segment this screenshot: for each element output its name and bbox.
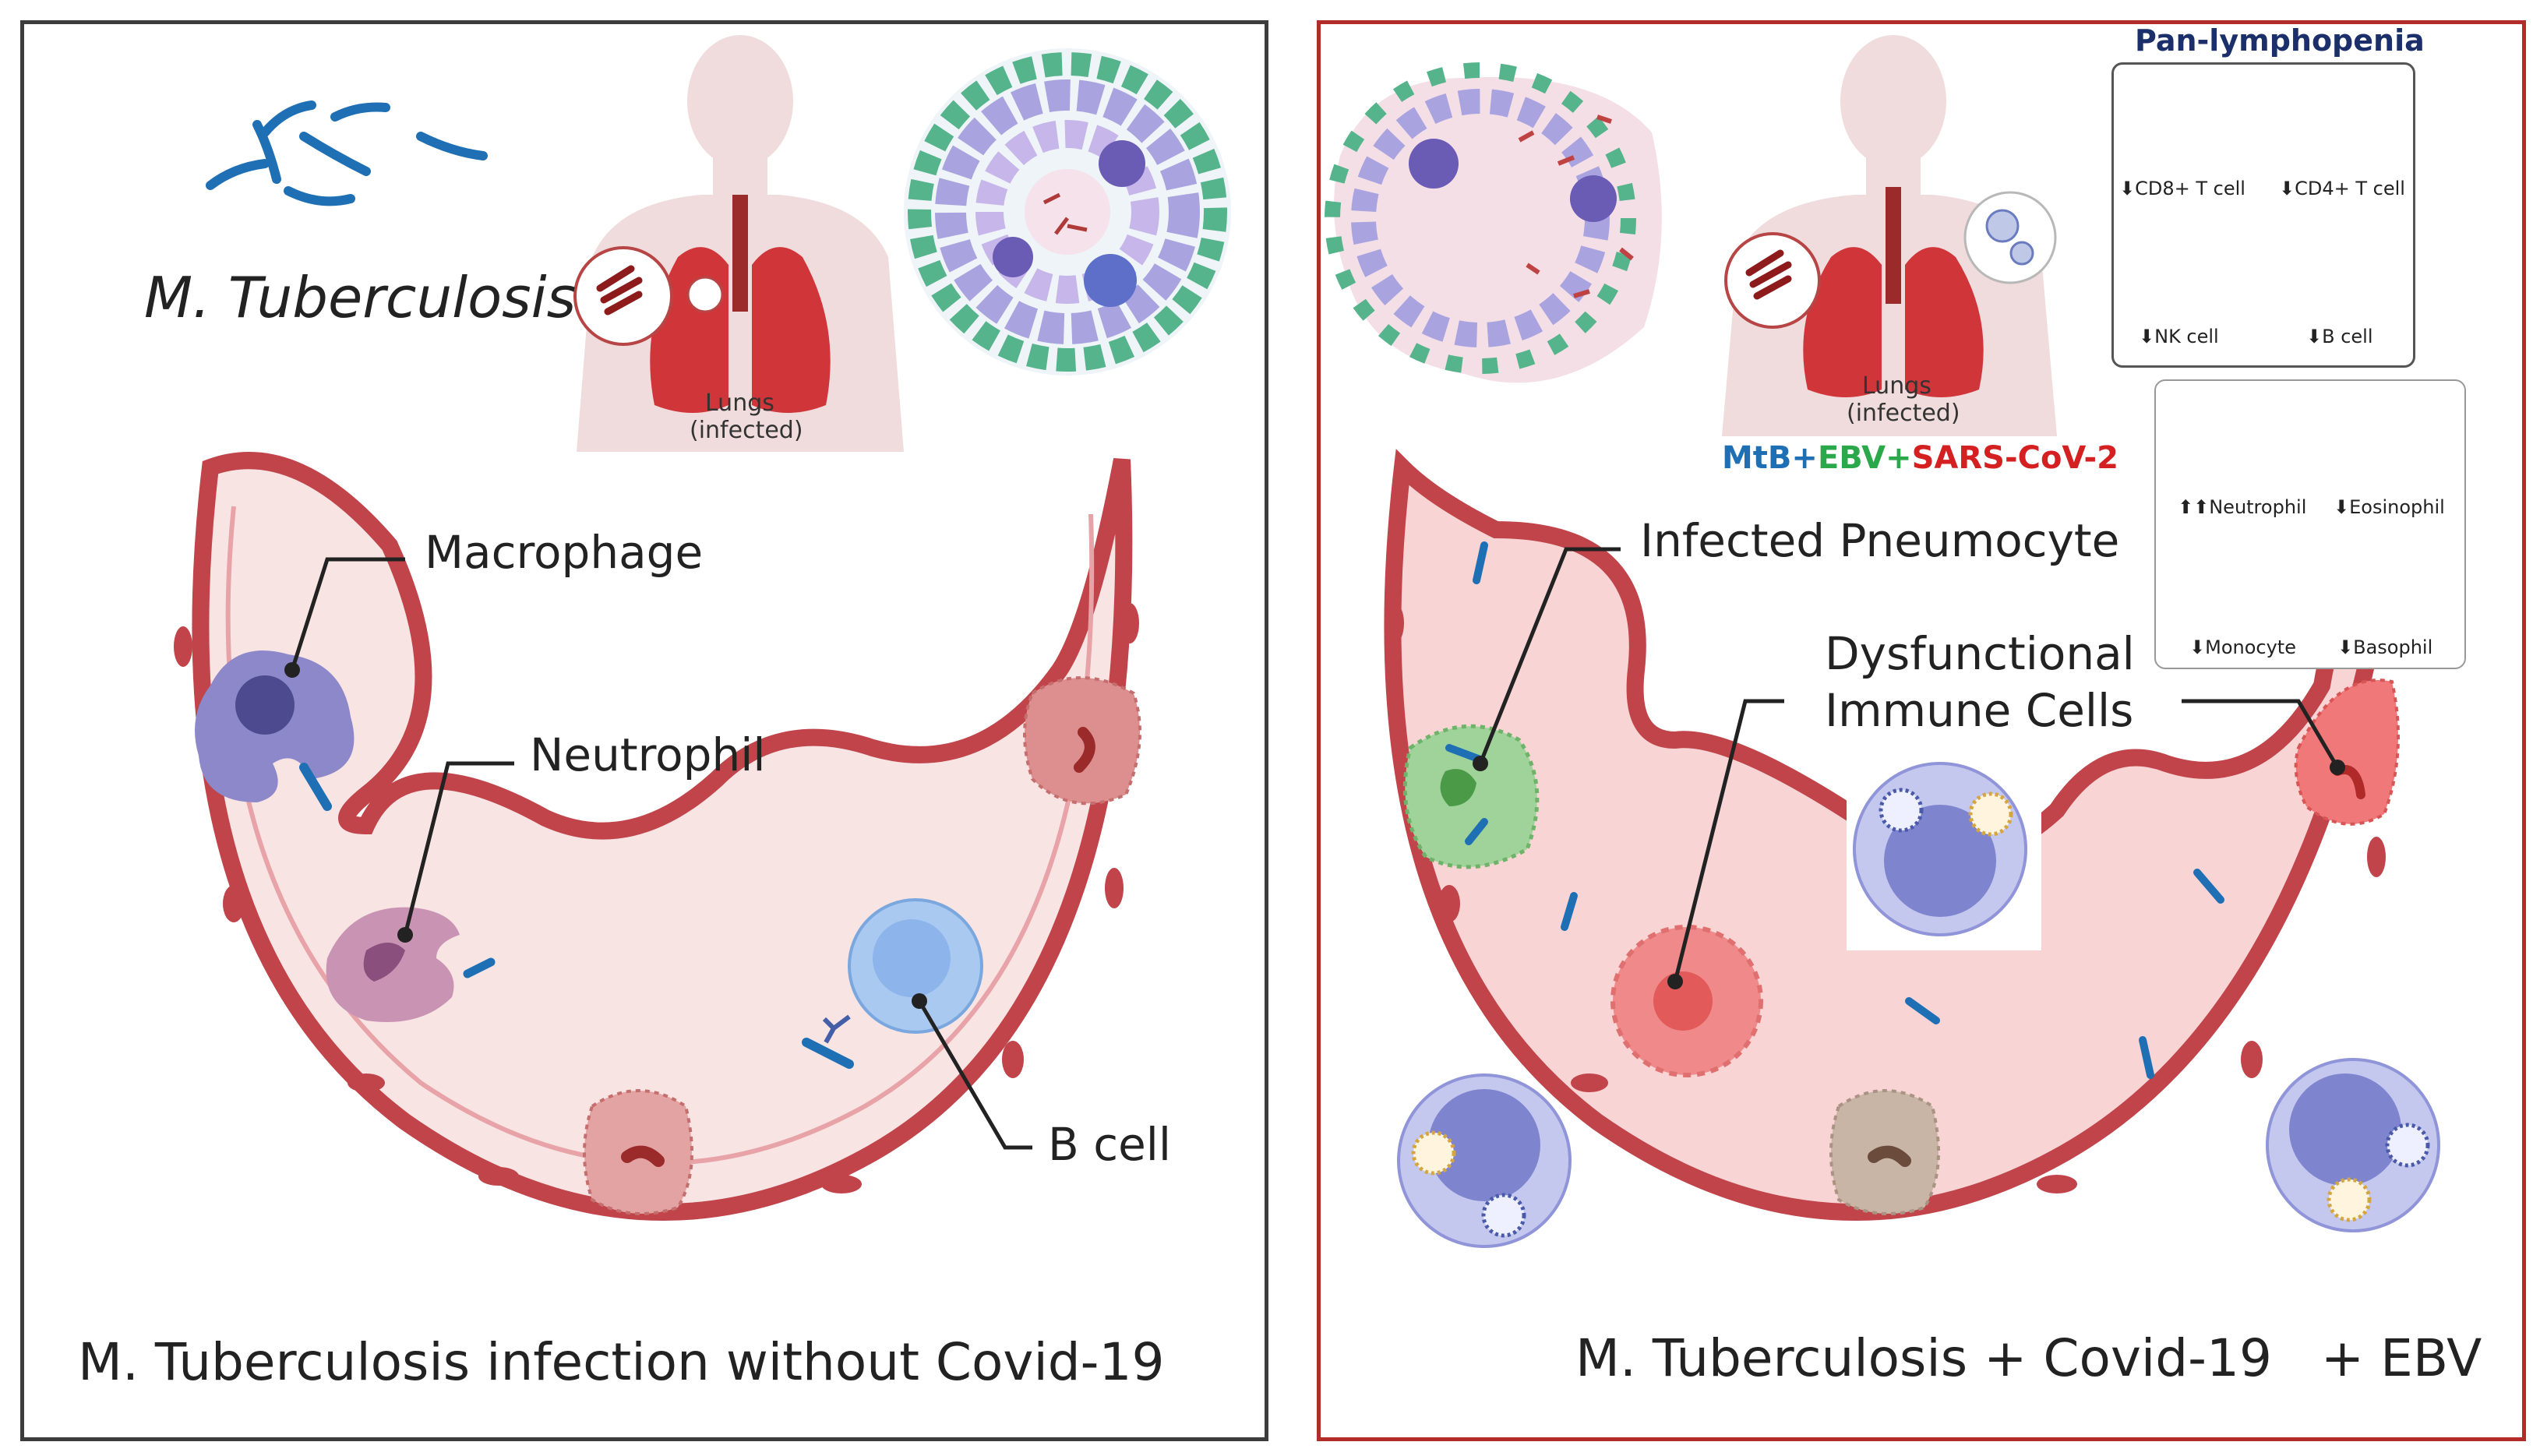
nk-cell-label: ⬇NK cell <box>2139 326 2219 347</box>
coinfection-mtb: MtB+ <box>1722 440 1818 476</box>
infected-immune-cell-3-icon <box>2266 1058 2440 1232</box>
coinfection-ebv: EBV+ <box>1817 440 1912 476</box>
monocyte-legend-label: ⬇Monocyte <box>2189 636 2296 658</box>
lungs-figure-right-icon <box>1722 35 2057 436</box>
pneumocyte-bottom-icon <box>1829 1089 1940 1215</box>
leader-lines-right <box>1478 547 2340 982</box>
infected-pneumocyte-icon <box>1402 724 1540 869</box>
dysfunctional-label-1: Dysfunctional <box>1825 627 2135 680</box>
neutrophil-icon <box>326 907 496 1022</box>
left-caption: M. Tuberculosis infection without Covid-… <box>78 1332 1165 1392</box>
infected-pneumocyte-label: Infected Pneumocyte <box>1640 514 2120 567</box>
coinfection-label: MtB+EBV+SARS-CoV-2 <box>1722 440 2118 476</box>
dysfunctional-cell-icon <box>1610 925 1763 1077</box>
b-cell-label: B cell <box>1048 1118 1172 1171</box>
disrupted-granuloma-icon <box>1325 62 1662 383</box>
right-caption: M. Tuberculosis + Covid-19 + EBV <box>1575 1328 2482 1388</box>
alveolar-cell-icon <box>583 676 1141 1215</box>
mtb-bacilli-icon <box>206 100 488 206</box>
leader-lines-left <box>290 557 1032 1150</box>
eosinophil-legend-label: ⬇Eosinophil <box>2334 496 2445 518</box>
granuloma-icon <box>904 48 1231 375</box>
cd8-t-cell-label: ⬇CD8+ T cell <box>2119 178 2245 199</box>
lymphopenia-title: Pan-lymphopenia <box>2135 23 2425 58</box>
lungs-label-left-2: (infected) <box>690 417 803 444</box>
basophil-legend-label: ⬇Basophil <box>2337 636 2433 658</box>
lungs-label-right-2: (infected) <box>1847 400 1960 427</box>
b-cell-legend-label: ⬇B cell <box>2306 326 2373 347</box>
species-label: M. Tuberculosis <box>144 265 577 330</box>
infected-immune-cell-2-icon <box>1397 1073 1572 1248</box>
b-cell-icon <box>802 898 983 1069</box>
granulocyte-legend-box <box>2154 379 2466 669</box>
lungs-label-right-1: Lungs <box>1862 372 1931 400</box>
lungs-label-left-1: Lungs <box>705 390 774 417</box>
mtb-bacilli-right-icon <box>1473 541 2224 1079</box>
neutrophil-label: Neutrophil <box>530 728 766 781</box>
dysfunctional-label-2: Immune Cells <box>1825 684 2134 737</box>
lungs-figure-icon <box>573 35 904 452</box>
macrophage-label: Macrophage <box>425 526 704 579</box>
macrophage-icon <box>195 650 355 811</box>
cd4-t-cell-label: ⬇CD4+ T cell <box>2279 178 2405 199</box>
coinfection-sars: SARS-CoV-2 <box>1911 440 2118 476</box>
neutrophil-legend-label: ⬆⬆Neutrophil <box>2178 496 2307 518</box>
infected-immune-cell-1-icon <box>1847 748 2041 950</box>
lymphopenia-legend-box <box>2111 62 2415 368</box>
